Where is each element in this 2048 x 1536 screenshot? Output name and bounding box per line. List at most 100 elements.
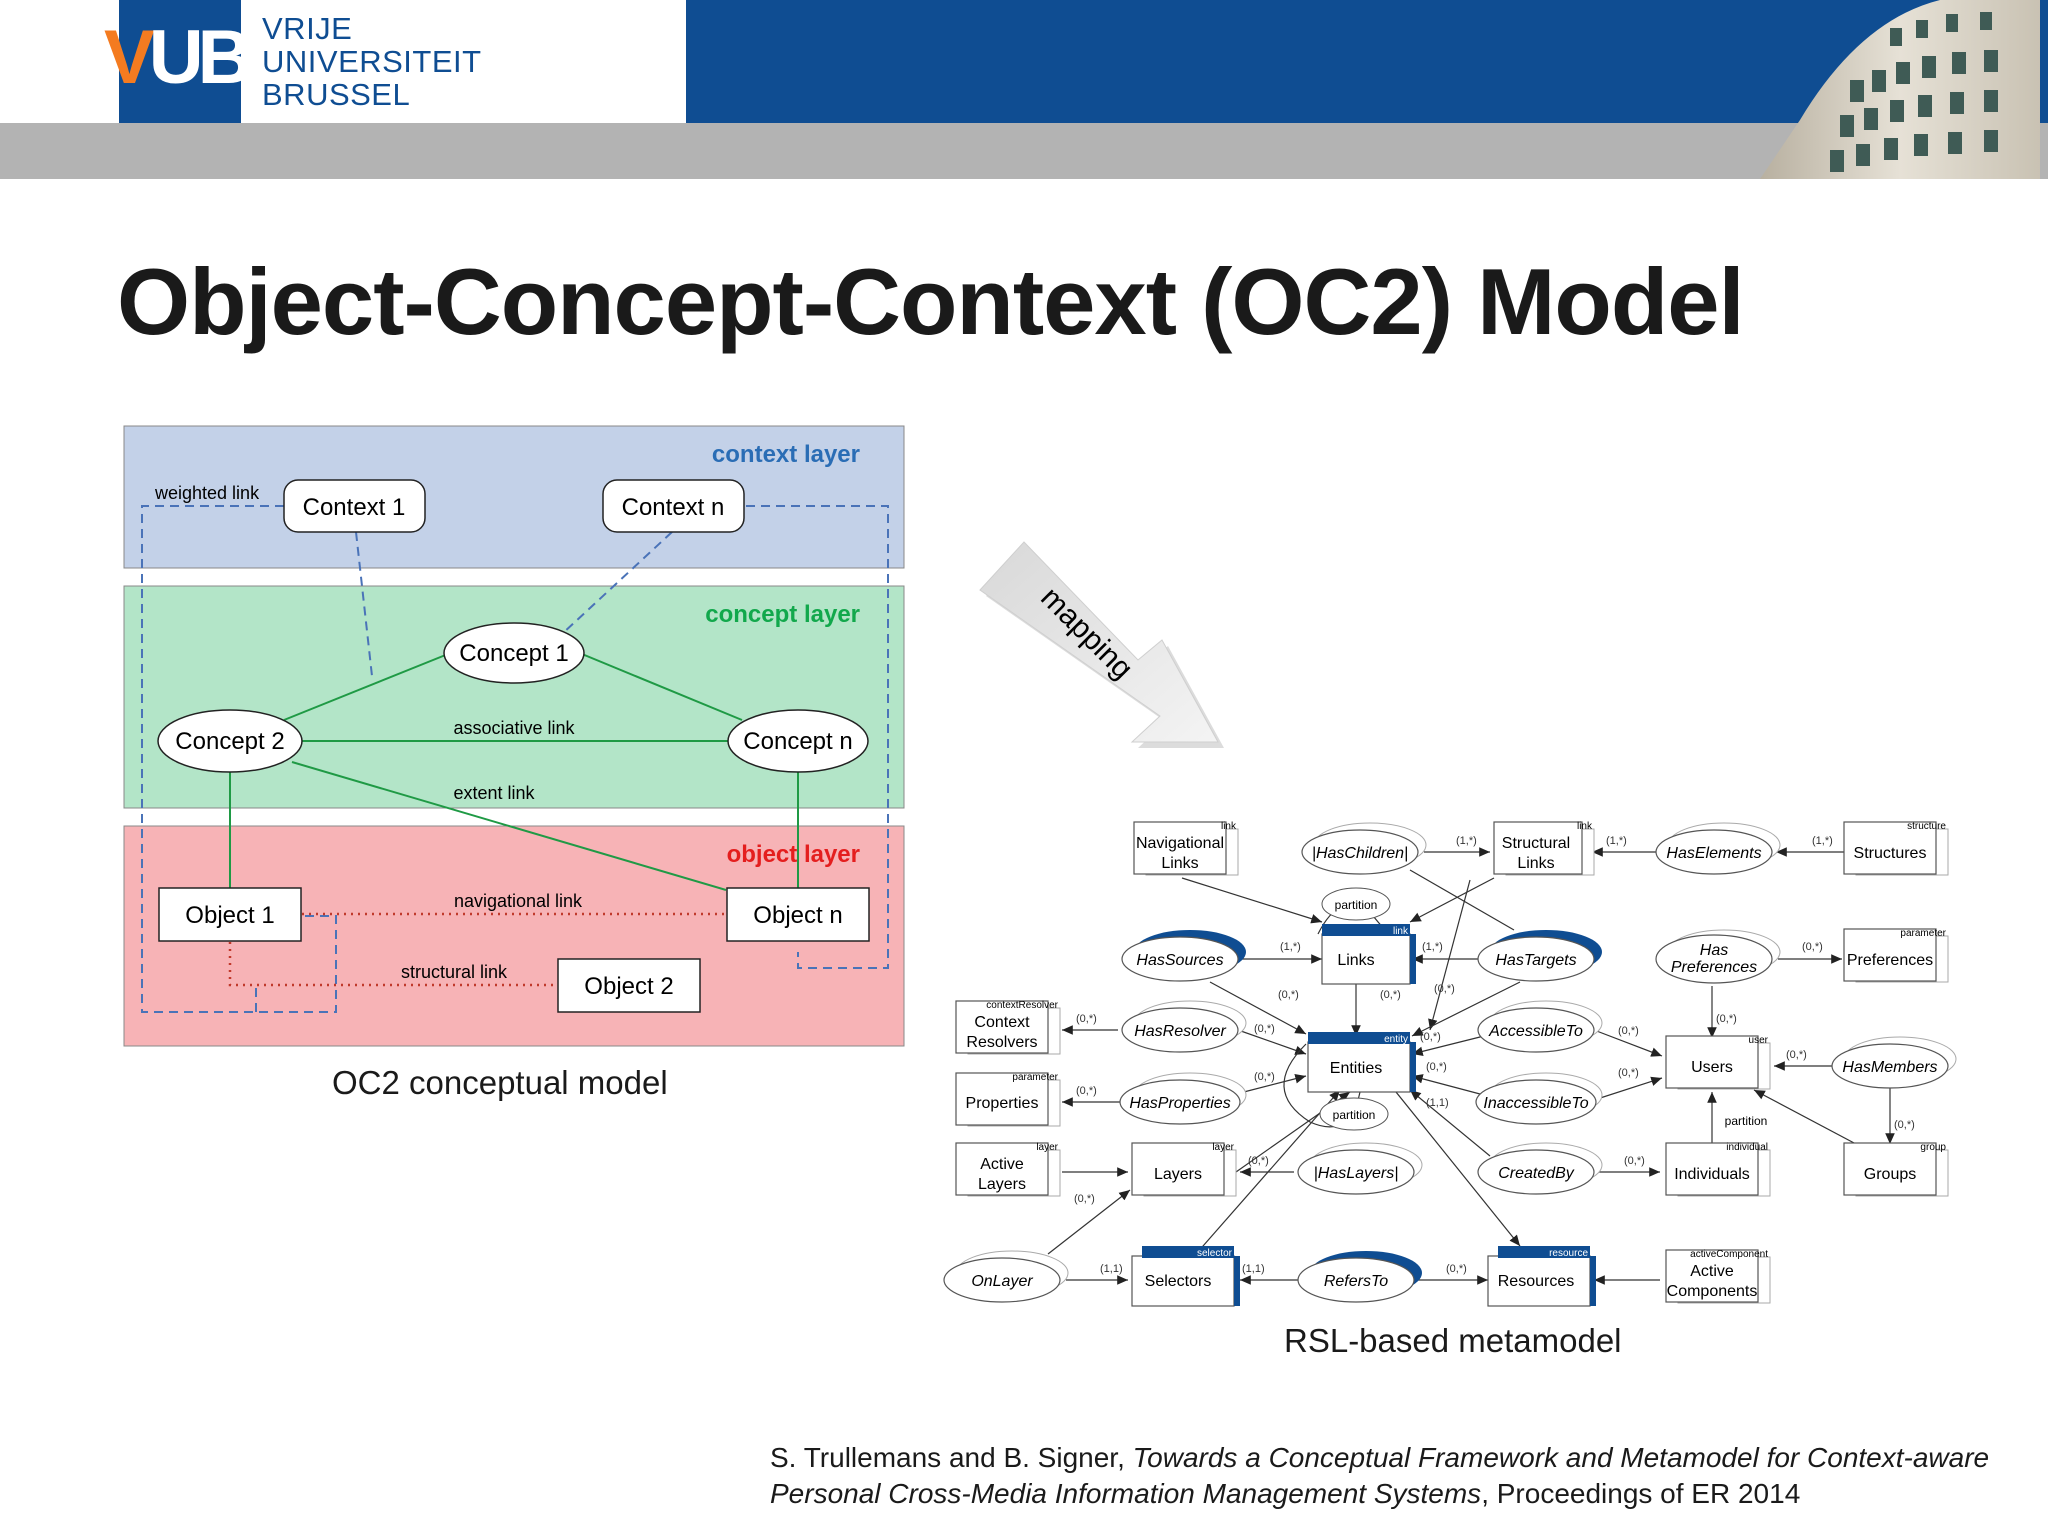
entity-individuals-label: Individuals (1674, 1166, 1750, 1183)
weighted-link-label: weighted link (154, 483, 260, 503)
card-11: (0,*) (1254, 1023, 1275, 1035)
context-layer-label: context layer (712, 441, 860, 468)
node-object-2-label: Object 2 (584, 973, 673, 1000)
vub-logo: VUB (104, 15, 252, 100)
weighted-link-right (746, 505, 889, 969)
entity-preferences: parameter Preferences (1843, 928, 1949, 983)
card-20: (0,*) (1618, 1067, 1639, 1079)
entity-layers-label: Layers (1154, 1166, 1202, 1183)
entity-entities-label: Entities (1330, 1060, 1382, 1077)
card-8: (0,*) (1380, 989, 1401, 1001)
extent-link-label: extent link (453, 783, 535, 803)
conn-createdby-entities (1409, 1089, 1491, 1157)
relation-has-properties-label: HasProperties (1129, 1095, 1230, 1112)
rsl-diagram: link Navigational Links link Structural … (943, 821, 1957, 1307)
entity-structural-links: link Structural Links (1493, 821, 1595, 876)
logo-box (119, 0, 241, 123)
conn-accessibleto-users (1593, 1029, 1663, 1057)
entity-active-layers-line2: Layers (978, 1176, 1026, 1193)
tag-preferences: parameter (1900, 928, 1946, 939)
partition-links-label: partition (1335, 898, 1378, 912)
conn-onlayer-layers (1047, 1189, 1131, 1255)
entity-context-resolvers: contextResolver Context Resolvers (955, 1000, 1061, 1055)
mapping-arrow: mapping (979, 541, 1224, 748)
relation-refers-to: RefersTo (1297, 1251, 1422, 1303)
cardinalities: (1,*) (1,*) (1,*) (1,*) (1,*) (0,*) (0,*… (1074, 835, 1915, 1275)
conn-inaccessibleto-users (1593, 1076, 1663, 1101)
tag-context-resolvers: contextResolver (986, 1000, 1058, 1011)
relation-has-elements-label: HasElements (1666, 845, 1761, 862)
entity-selectors: selector Selectors (1131, 1246, 1240, 1307)
relation-has-sources-label: HasSources (1136, 952, 1223, 969)
relation-created-by: CreatedBy (1477, 1142, 1603, 1195)
entity-links: link Links (1321, 924, 1416, 985)
tag-nav-links: link (1221, 821, 1237, 832)
node-concept-1-label: Concept 1 (459, 640, 568, 667)
tag-resources: resource (1549, 1248, 1588, 1259)
partition-entities: partition (1319, 1097, 1389, 1131)
card-3: (1,*) (1812, 835, 1833, 847)
navigational-link-label: navigational link (454, 891, 583, 911)
structural-link-line (228, 942, 556, 987)
entity-active-components: activeComponent Active Components (1665, 1249, 1771, 1304)
extent-link-line (291, 761, 727, 891)
tag-structural-links: link (1577, 821, 1593, 832)
card-6: (0,*) (1802, 941, 1823, 953)
card-22: (0,*) (1248, 1155, 1269, 1167)
tag-active-components: activeComponent (1690, 1249, 1768, 1260)
relation-accessible-to-label: AccessibleTo (1488, 1023, 1583, 1040)
rsl-connections (1047, 847, 1895, 1285)
conn-hasresolver-entities (1237, 1029, 1307, 1055)
card-13: (0,*) (1618, 1025, 1639, 1037)
concept-links (229, 653, 799, 891)
card-14: (0,*) (1716, 1013, 1737, 1025)
entity-active-layers: layer Active Layers (955, 1142, 1061, 1197)
node-concept-1: Concept 1 (443, 622, 585, 684)
relation-has-children-label: |HasChildren| (1312, 845, 1408, 862)
node-context-n: Context n (602, 479, 745, 533)
entity-preferences-label: Preferences (1847, 952, 1933, 969)
citation-venue: , Proceedings of ER 2014 (1481, 1478, 1801, 1509)
building-image (1760, 0, 2040, 179)
card-7: (0,*) (1278, 989, 1299, 1001)
link-concept1-conceptn (581, 653, 743, 721)
card-25: (1,1) (1100, 1263, 1123, 1275)
partition-entities-label: partition (1333, 1108, 1376, 1122)
card-21: (0,*) (1894, 1119, 1915, 1131)
relation-has-targets-label: HasTargets (1495, 952, 1576, 969)
oc2-diagram: context layer concept layer object layer… (123, 425, 905, 1047)
relation-has-members: HasMembers (1831, 1036, 1957, 1089)
relation-has-layers-label: |HasLayers| (1314, 1165, 1399, 1182)
link-concept2-concept1 (283, 653, 449, 721)
card-9: (0,*) (1434, 983, 1455, 995)
logo-area (0, 0, 686, 123)
card-18: (0,*) (1426, 1061, 1447, 1073)
structural-link-label: structural link (401, 962, 508, 982)
card-19: (1,1) (1426, 1097, 1449, 1109)
conn-inaccessibleto-entities (1411, 1074, 1481, 1095)
concept-layer-label: concept layer (705, 601, 860, 628)
tag-users: user (1749, 1035, 1769, 1046)
entity-navigational-links: link Navigational Links (1133, 821, 1239, 876)
relation-on-layer-label: OnLayer (971, 1273, 1033, 1290)
university-name: VRIJE UNIVERSITEIT BRUSSEL (262, 12, 482, 111)
entity-active-layers-line1: Active (980, 1156, 1024, 1173)
entity-structural-links-line1: Structural (1502, 835, 1570, 852)
node-context-1-label: Context 1 (303, 494, 406, 521)
card-17: (0,*) (1254, 1071, 1275, 1083)
relation-has-sources: HasSources (1121, 930, 1246, 982)
entity-resources: resource Resources (1487, 1246, 1596, 1307)
university-line-3: BRUSSEL (262, 77, 411, 112)
entity-groups-label: Groups (1864, 1166, 1916, 1183)
partition-users-label: partition (1725, 1114, 1768, 1128)
tag-properties: parameter (1012, 1072, 1058, 1083)
card-24: (0,*) (1074, 1193, 1095, 1205)
tag-selectors: selector (1197, 1248, 1233, 1259)
tag-layers: layer (1212, 1142, 1234, 1153)
relation-has-resolver-label: HasResolver (1134, 1023, 1226, 1040)
tag-individuals: individual (1726, 1142, 1768, 1153)
node-object-2: Object 2 (557, 958, 701, 1013)
relation-has-elements: HasElements (1655, 822, 1781, 875)
conn-structurallinks-entities (1428, 879, 1471, 1031)
entity-active-components-line2: Components (1667, 1283, 1758, 1300)
